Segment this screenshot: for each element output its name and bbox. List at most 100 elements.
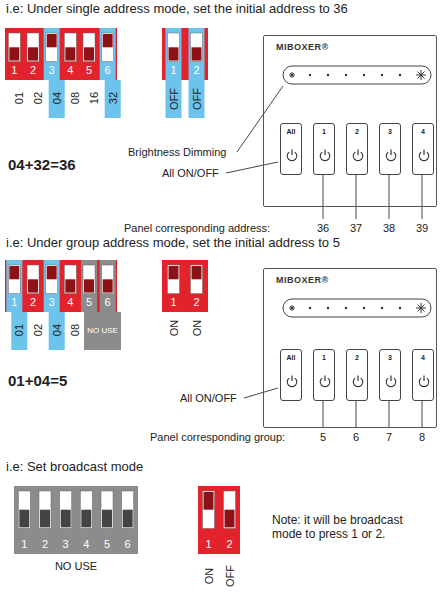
button-label: 2 <box>355 128 359 136</box>
callout-text: All ON/OFF <box>162 167 219 180</box>
switch-slots <box>5 260 117 312</box>
address-number: 5 <box>320 431 326 444</box>
switch-state: ON <box>167 320 180 337</box>
panel-button: All <box>280 349 302 401</box>
brand-name: MIBOXER® <box>276 43 329 53</box>
switch-number: 4 <box>83 538 89 550</box>
wall-panel: MIBOXER® All 1 2 3 4 <box>263 35 437 207</box>
address-number: 37 <box>350 222 362 235</box>
address-number: 39 <box>416 222 428 235</box>
switch-highlight <box>49 312 65 350</box>
switch-number: 1 <box>205 538 211 550</box>
bit-value: 01 <box>13 324 26 336</box>
dimming-slider <box>283 299 431 317</box>
leader-line <box>226 86 422 428</box>
panel-button: 3 <box>379 123 401 175</box>
sum-formula: 01+04=5 <box>8 372 67 389</box>
caption-text: Panel corresponding group: <box>150 431 285 444</box>
switch-number: 3 <box>49 296 55 308</box>
panel-button: 3 <box>379 349 401 401</box>
unused-note: NO USE <box>87 326 118 335</box>
bit-value: 02 <box>32 324 45 336</box>
bit-value: 08 <box>69 324 82 336</box>
power-icon <box>264 36 438 208</box>
sum-formula: 04+32=36 <box>8 156 76 173</box>
dimming-slider <box>283 66 431 84</box>
switch-number: 6 <box>105 296 111 308</box>
dip-switch: 123456 <box>5 28 117 80</box>
bit-value: 02 <box>32 92 45 104</box>
switch-number: 5 <box>86 64 92 76</box>
switch-number: 2 <box>30 64 36 76</box>
switch-slots <box>198 486 240 554</box>
panel-button: All <box>280 123 302 175</box>
switch-slots <box>5 28 117 80</box>
callout-text: Brightness Dimming <box>128 146 226 159</box>
button-label: 1 <box>322 128 326 136</box>
bit-value: 04 <box>50 324 63 336</box>
dip-switch: 1 2 34 5 6 <box>5 260 117 312</box>
heading: i.e: Under group address mode, set the i… <box>6 236 440 251</box>
switch-state: ON <box>202 568 215 585</box>
switch-state: OFF <box>190 88 203 110</box>
button-label: All <box>287 128 296 136</box>
switch-slots <box>162 260 208 312</box>
switch-highlight <box>49 80 65 118</box>
switch-number: 3 <box>49 64 55 76</box>
switch-state: OFF <box>167 88 180 110</box>
switch-number: 2 <box>30 296 36 308</box>
address-number: 8 <box>419 431 425 444</box>
address-number: 36 <box>317 222 329 235</box>
dip-switch: 123456 <box>14 486 138 554</box>
switch-number: 1 <box>21 538 27 550</box>
switch-number: 6 <box>125 538 131 550</box>
switch-number: 1 <box>11 64 17 76</box>
panel-button: 4 <box>412 123 434 175</box>
switch-number: 1 <box>170 64 176 76</box>
switch-number: 1 <box>170 296 176 308</box>
brand-name: MIBOXER® <box>276 276 329 286</box>
button-label: 4 <box>421 128 425 136</box>
heading: i.e: Under single address mode, set the … <box>6 2 440 17</box>
button-label: 3 <box>388 128 392 136</box>
address-number: 6 <box>353 431 359 444</box>
bit-value: 08 <box>69 92 82 104</box>
button-label: All <box>287 354 296 362</box>
panel-button: 2 <box>346 349 368 401</box>
bit-value: 16 <box>88 92 101 104</box>
dip-switch: 12 <box>198 486 240 554</box>
bit-value: 01 <box>13 92 26 104</box>
note-text: Note: it will be broadcast mode to press… <box>272 514 432 542</box>
switch-number: 2 <box>42 538 48 550</box>
address-number: 38 <box>383 222 395 235</box>
panel-button: 2 <box>346 123 368 175</box>
switch-state: ON <box>190 320 203 337</box>
switch-number: 2 <box>226 538 232 550</box>
button-label: 3 <box>388 354 392 362</box>
switch-number: 3 <box>63 538 69 550</box>
caption-text: Panel corresponding address: <box>124 222 270 235</box>
switch-number: 1 <box>11 296 17 308</box>
switch-highlight <box>189 80 205 118</box>
switch-highlight <box>105 80 121 118</box>
switch-number: 5 <box>86 296 92 308</box>
switch-highlight <box>11 312 27 350</box>
bit-value: 32 <box>106 92 119 104</box>
dip-switch: 12 <box>162 260 208 312</box>
button-label: 4 <box>421 354 425 362</box>
panel-button: 1 <box>313 349 335 401</box>
switch-number: 4 <box>67 296 73 308</box>
callout-text: All ON/OFF <box>180 392 237 405</box>
switch-highlight <box>166 80 182 118</box>
panel-button: 4 <box>412 349 434 401</box>
dip-switch: 12 <box>162 28 208 80</box>
wall-panel: MIBOXER® All 12 3 4 <box>263 268 437 428</box>
unused-note: NO USE <box>55 560 97 573</box>
switch-number: 2 <box>193 64 199 76</box>
switch-state: OFF <box>223 565 236 587</box>
address-number: 7 <box>386 431 392 444</box>
switch-number: 6 <box>105 64 111 76</box>
unused-highlight <box>84 312 121 350</box>
bit-value: 04 <box>50 92 63 104</box>
